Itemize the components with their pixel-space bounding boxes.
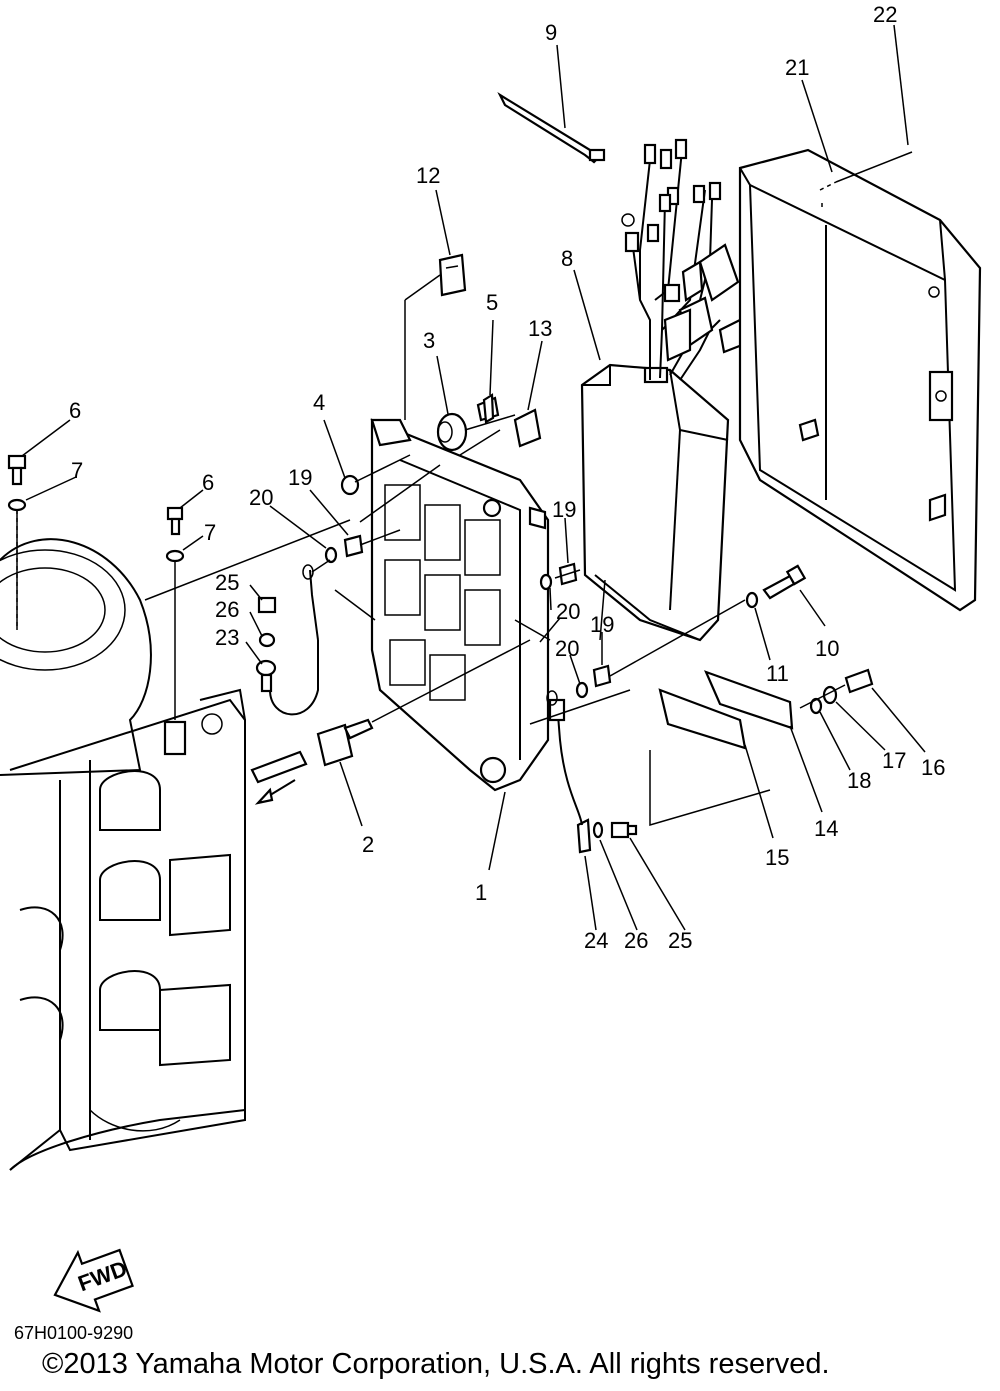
callout-23: 23	[215, 625, 239, 650]
callout-7b: 7	[204, 520, 216, 545]
callout-16: 16	[921, 755, 945, 780]
callout-4: 4	[313, 390, 325, 415]
ecu-cover	[738, 148, 982, 612]
callout-20c: 20	[555, 636, 579, 661]
drawing-code: 67H0100-9290	[14, 1323, 134, 1343]
callout-12: 12	[416, 163, 440, 188]
small-parts	[7, 92, 874, 854]
callout-2: 2	[362, 832, 374, 857]
callout-21: 21	[785, 55, 809, 80]
engine-block	[0, 538, 246, 1171]
callout-18: 18	[847, 768, 871, 793]
callout-10: 10	[815, 636, 839, 661]
callout-8: 8	[561, 246, 573, 271]
wire-harness	[621, 138, 744, 381]
callout-25a: 25	[215, 570, 239, 595]
callout-labels: 1 2 3 5 4 6 6 7 7 8 9 10 11 12 13 14 15 …	[69, 2, 945, 953]
callout-19b: 19	[552, 497, 576, 522]
callout-24: 24	[584, 928, 608, 953]
callout-15: 15	[765, 845, 789, 870]
fwd-arrow-icon: FWD	[53, 1248, 134, 1313]
assembly-lines	[16, 151, 913, 826]
callout-20b: 20	[556, 599, 580, 624]
callout-13: 13	[528, 316, 552, 341]
leader-lines	[21, 24, 926, 931]
callout-26a: 26	[215, 597, 239, 622]
callout-22: 22	[873, 2, 897, 27]
callout-3: 3	[423, 328, 435, 353]
ecu-box	[580, 363, 730, 642]
callout-1: 1	[475, 880, 487, 905]
callout-9: 9	[545, 20, 557, 45]
callout-7a: 7	[71, 458, 83, 483]
callout-17: 17	[882, 748, 906, 773]
copyright-notice: ©2013 Yamaha Motor Corporation, U.S.A. A…	[42, 1348, 830, 1380]
callout-14: 14	[814, 816, 838, 841]
callout-19a: 19	[288, 465, 312, 490]
callout-11: 11	[766, 661, 789, 686]
callout-5: 5	[486, 290, 498, 315]
callout-19c: 19	[590, 612, 614, 637]
callout-6a: 6	[69, 398, 81, 423]
bracket-plate	[370, 418, 550, 792]
callout-6b: 6	[202, 470, 214, 495]
callout-25b: 25	[668, 928, 692, 953]
callout-20a: 20	[249, 485, 273, 510]
callout-26b: 26	[624, 928, 648, 953]
